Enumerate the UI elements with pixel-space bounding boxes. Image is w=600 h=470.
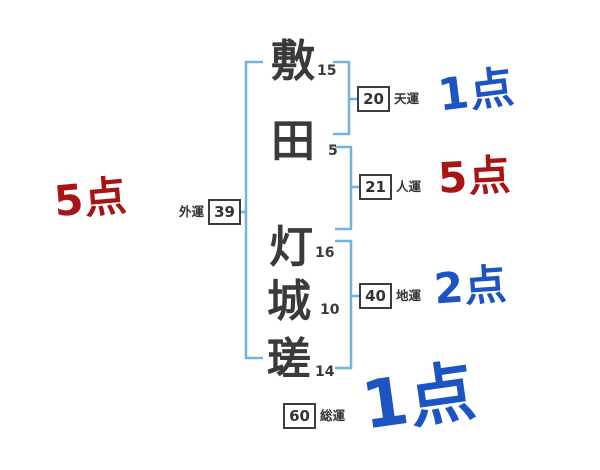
person-luck-label: 人運 bbox=[396, 179, 422, 194]
name-char-4: 城 bbox=[267, 276, 311, 327]
heaven-luck-score: 1点 bbox=[435, 61, 518, 122]
person-luck-score: 5点 bbox=[436, 150, 513, 203]
earth-luck-bracket bbox=[335, 239, 353, 370]
stroke-count-5: 14 bbox=[315, 364, 335, 380]
total-luck-score: 1点 bbox=[357, 352, 481, 445]
earth-luck-label: 地運 bbox=[396, 288, 422, 303]
stroke-count-1: 15 bbox=[317, 63, 337, 79]
outer-luck-label: 外運 bbox=[179, 204, 205, 219]
stroke-count-4: 10 bbox=[320, 302, 340, 318]
total-luck-label: 総運 bbox=[320, 408, 346, 423]
heaven-luck-label: 天運 bbox=[394, 91, 420, 106]
name-char-1: 敷 bbox=[271, 36, 315, 87]
name-char-5: 瑳 bbox=[267, 334, 311, 385]
name-char-3: 灯 bbox=[269, 222, 313, 273]
person-luck-bracket bbox=[335, 145, 353, 231]
outer-luck-value-box: 39 bbox=[208, 199, 241, 225]
outer-luck-score: 5点 bbox=[51, 170, 130, 227]
earth-luck-score: 2点 bbox=[432, 259, 509, 314]
total-luck-value-box: 60 bbox=[283, 403, 316, 429]
outer-luck-bracket bbox=[244, 60, 263, 360]
stroke-count-2: 5 bbox=[328, 143, 338, 159]
heaven-luck-value-box: 20 bbox=[357, 86, 390, 112]
name-char-2: 田 bbox=[271, 116, 315, 167]
stroke-count-3: 16 bbox=[315, 245, 335, 261]
person-luck-value-box: 21 bbox=[359, 174, 392, 200]
earth-luck-value-box: 40 bbox=[359, 283, 392, 309]
